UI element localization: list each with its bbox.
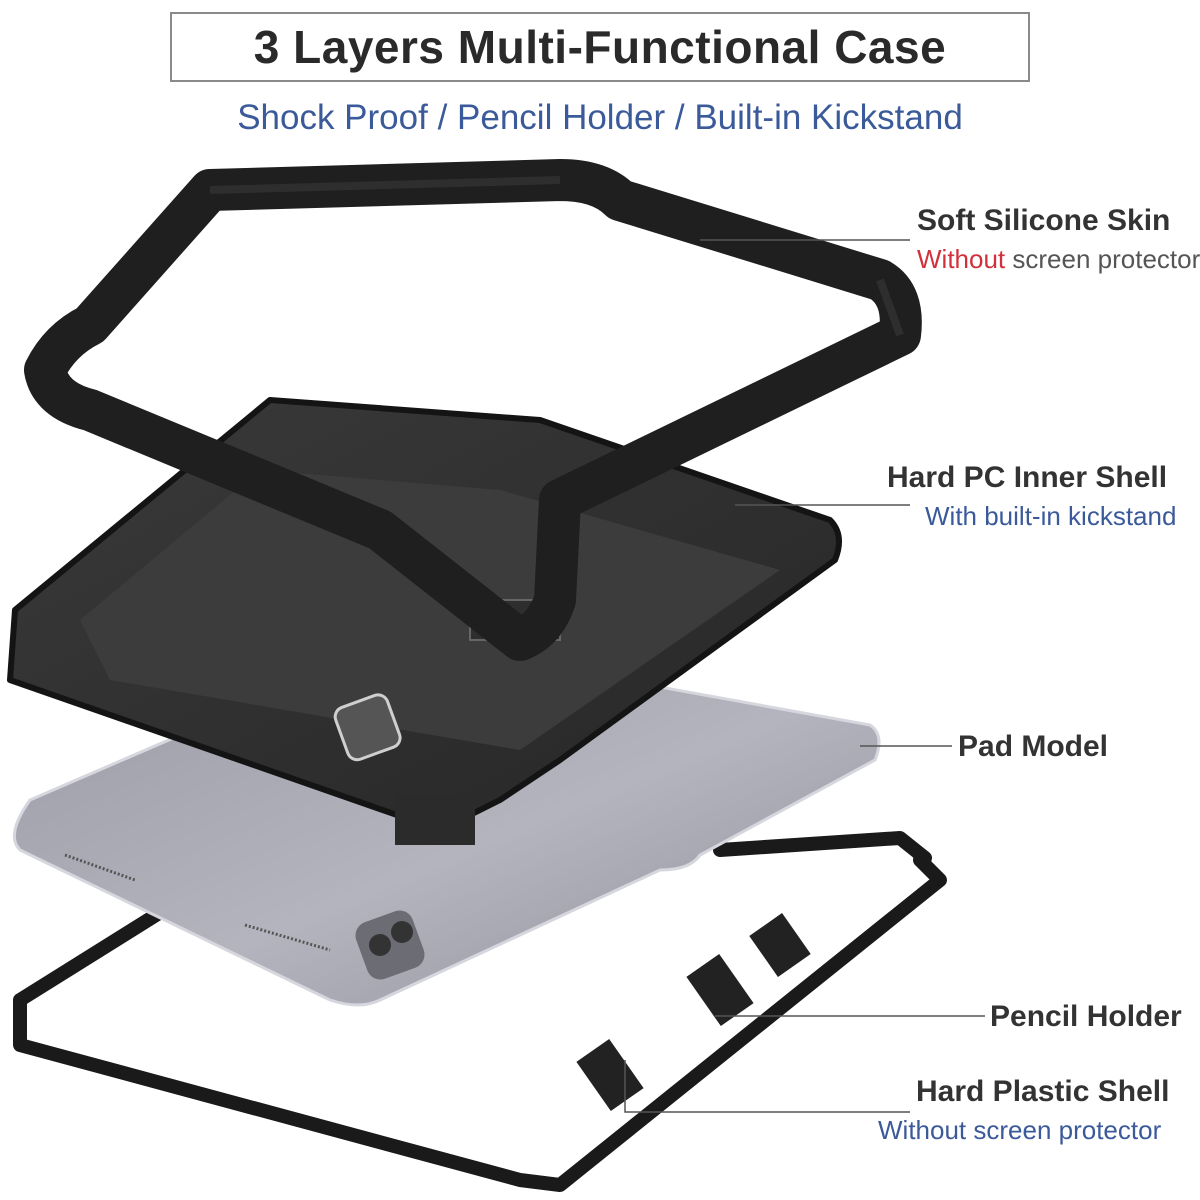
callout-note: With built-in kickstand: [925, 501, 1177, 531]
callout-soft-silicone-skin: Soft Silicone Skin Without screen protec…: [917, 204, 1200, 275]
callout-hard-pc-inner-shell: Hard PC Inner Shell With built-in kickst…: [887, 461, 1176, 532]
note-rest: screen protector: [1005, 244, 1200, 274]
callout-label: Pencil Holder: [990, 1000, 1182, 1033]
title-box: 3 Layers Multi-Functional Case: [170, 12, 1030, 82]
callout-note: Without screen protector: [917, 244, 1200, 275]
page-title: 3 Layers Multi-Functional Case: [253, 21, 947, 73]
hard-pc-inner-shell-graphic: [7, 397, 842, 845]
leader-lines: [624, 239, 985, 1113]
note-highlight: Without: [917, 244, 1006, 274]
callout-pencil-holder: Pencil Holder: [990, 1000, 1182, 1034]
soft-silicone-skin-graphic: [24, 159, 922, 661]
callout-hard-plastic-shell: Hard Plastic Shell Without screen protec…: [878, 1075, 1170, 1146]
page-subtitle: Shock Proof / Pencil Holder / Built-in K…: [237, 98, 963, 137]
callout-note: Without screen protector: [878, 1115, 1162, 1145]
callout-pad-model: Pad Model: [958, 730, 1108, 764]
hard-plastic-shell-graphic: [13, 831, 947, 1192]
callout-label: Soft Silicone Skin: [917, 204, 1171, 237]
callout-label: Hard PC Inner Shell: [887, 461, 1168, 494]
callout-label: Hard Plastic Shell: [916, 1075, 1170, 1108]
callout-label: Pad Model: [958, 730, 1109, 763]
